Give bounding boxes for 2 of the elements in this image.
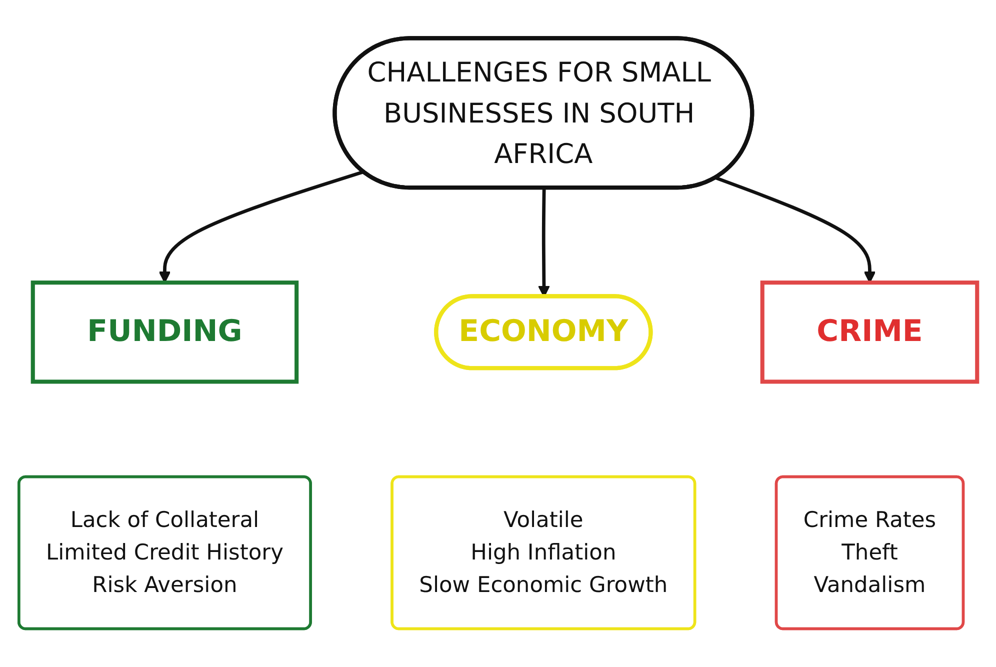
- node-box: FUNDING: [30, 280, 299, 384]
- node-box: CRIME: [760, 280, 980, 384]
